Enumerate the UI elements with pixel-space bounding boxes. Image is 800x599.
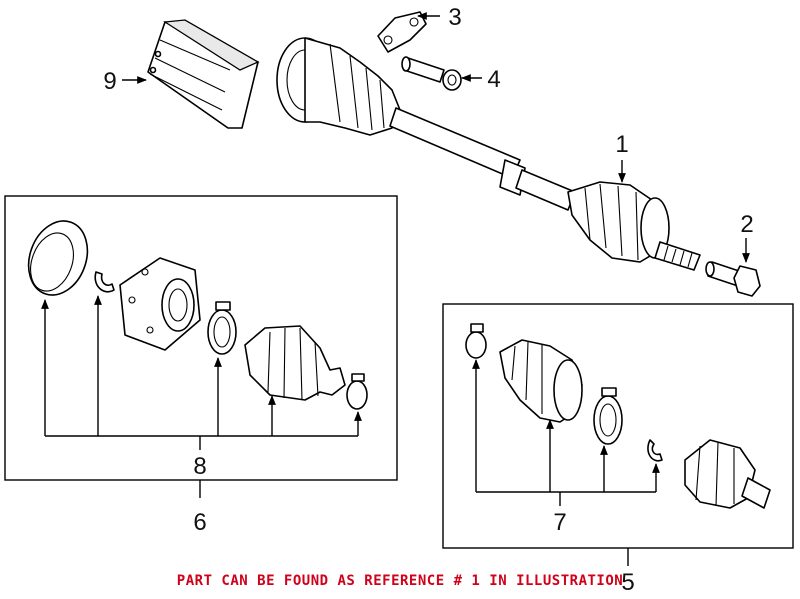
- callout-7-leaders: [472, 359, 660, 566]
- axle-bolt-part-2: [705, 261, 761, 297]
- inner-boot: [244, 325, 346, 401]
- boot-clamp-left-a: [207, 301, 237, 355]
- callout-7: 7: [553, 509, 566, 536]
- callout-3: 3: [448, 4, 461, 31]
- callout-5: 5: [621, 569, 634, 596]
- callout-2: 2: [740, 211, 753, 238]
- callout-9: 9: [103, 68, 116, 95]
- boot-clamp-right-a: [465, 323, 487, 359]
- inner-joint-kit-box: [4, 195, 398, 481]
- outer-joint-kit-box: [442, 303, 794, 549]
- callout-1: 1: [615, 131, 628, 158]
- callout-8: 8: [193, 453, 206, 480]
- boot-clamp-left-b: [346, 373, 368, 410]
- circlip-left: [94, 271, 115, 293]
- callout-4: 4: [487, 66, 500, 93]
- circlip-right: [647, 439, 663, 462]
- callout-6: 6: [193, 509, 206, 536]
- axle-shaft-part-1: [276, 37, 701, 271]
- inner-boot-cap: [27, 220, 89, 296]
- callout-8-leaders: [41, 295, 362, 498]
- boot-clamp-right-b: [593, 387, 623, 445]
- inner-cv-joint: [119, 257, 201, 351]
- outer-boot: [499, 339, 583, 423]
- reference-note: PART CAN BE FOUND AS REFERENCE # 1 IN IL…: [177, 573, 623, 589]
- lock-plate-part-3: [377, 11, 427, 53]
- bolt-part-4: [401, 56, 462, 91]
- heat-shield-part-9: [147, 19, 260, 129]
- callout-leaders-top: [122, 12, 750, 263]
- outer-cv-joint: [684, 439, 771, 509]
